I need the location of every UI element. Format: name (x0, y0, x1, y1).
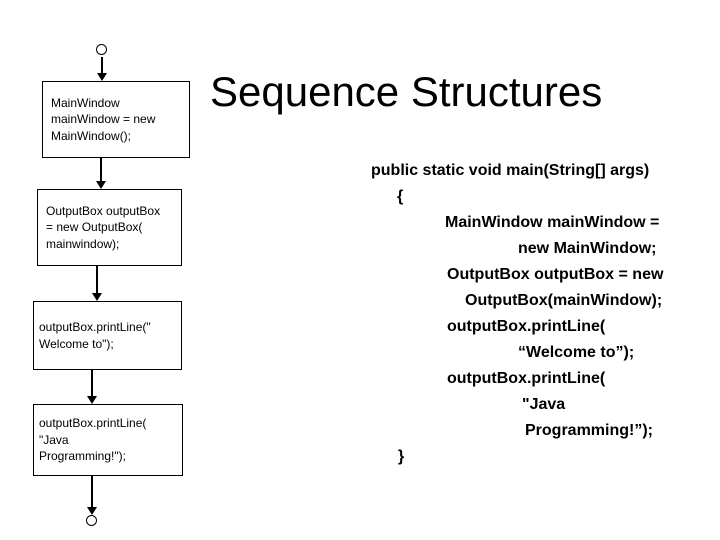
box-text-line: "Java (39, 432, 69, 447)
flow-connector-3 (92, 266, 102, 301)
flow-connector-5 (87, 476, 97, 515)
code-line: { (397, 188, 404, 205)
code-line: outputBox.printLine( (447, 318, 606, 335)
flow-connector-4 (87, 370, 97, 404)
code-line: MainWindow mainWindow = (445, 214, 660, 231)
box-text-line: mainWindow = new (51, 112, 156, 127)
code-line: “Welcome to”); (518, 344, 635, 361)
box-text-line: = new OutputBox( (46, 220, 143, 235)
box-text-line: MainWindow (51, 95, 120, 110)
box-text-line: MainWindow(); (51, 128, 132, 143)
code-line: outputBox.printLine( (447, 370, 606, 387)
arrow-down-icon (87, 507, 97, 515)
connector-shaft (101, 57, 103, 74)
code-line: public static void main(String[] args) (371, 162, 650, 179)
flow-connector-1 (97, 57, 107, 81)
connector-shaft (91, 476, 93, 508)
code-line: OutputBox(mainWindow); (465, 292, 663, 309)
box-text-line: OutputBox outputBox (46, 203, 161, 218)
end-terminal-circle (86, 515, 97, 526)
code-line: OutputBox outputBox = new (447, 266, 664, 283)
arrow-down-icon (92, 293, 102, 301)
code-listing: public static void main(String[] args) {… (371, 158, 701, 470)
slide-title: Sequence Structures (210, 68, 603, 115)
box-text-line: outputBox.printLine( (39, 416, 147, 431)
box-text-line: outputBox.printLine(" (39, 320, 151, 334)
arrow-down-icon (97, 73, 107, 81)
start-terminal-circle (96, 44, 107, 55)
flowchart-box-print-welcome: outputBox.printLine(" Welcome to"); (33, 301, 182, 370)
code-line: new MainWindow; (518, 240, 657, 257)
connector-shaft (100, 158, 102, 182)
flow-connector-2 (96, 158, 106, 189)
flowchart-box-main-window: MainWindow mainWindow = new MainWindow()… (42, 81, 190, 158)
code-line: } (398, 448, 405, 465)
arrow-down-icon (87, 396, 97, 404)
connector-shaft (96, 266, 98, 294)
flowchart-box-output-box: OutputBox outputBox = new OutputBox( mai… (37, 189, 182, 266)
box-text-line: Programming!"); (39, 449, 126, 464)
code-line: Programming!”); (525, 422, 653, 439)
flowchart-box-print-java: outputBox.printLine( "Java Programming!"… (33, 404, 183, 476)
code-line: "Java (522, 396, 566, 413)
connector-shaft (91, 370, 93, 397)
box-text-line: mainwindow); (46, 236, 120, 251)
box-text-line: Welcome to"); (39, 336, 114, 351)
arrow-down-icon (96, 181, 106, 189)
